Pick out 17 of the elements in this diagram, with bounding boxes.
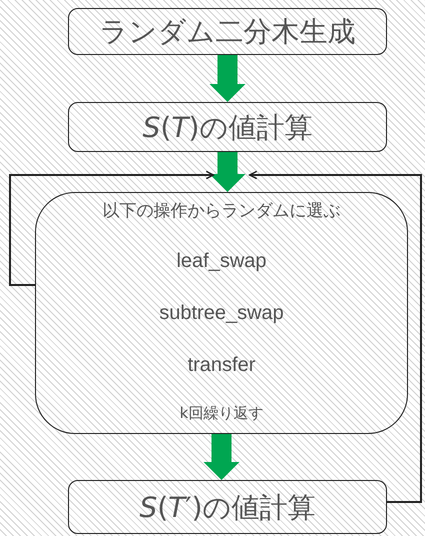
box-text: S(T)の値計算 — [142, 110, 312, 144]
box-text: ランダム二分木生成 — [100, 14, 356, 49]
arrow — [248, 170, 422, 503]
arrow — [210, 55, 246, 102]
process-box — [68, 480, 387, 534]
box-text: leaf_swap — [176, 249, 267, 274]
process-box — [68, 102, 387, 152]
box-text: S(T′)の値計算 — [139, 490, 316, 524]
box-text: k回繰り返す — [180, 404, 264, 423]
process-box — [35, 192, 408, 434]
box-text: transfer — [188, 352, 256, 378]
arrow — [210, 152, 246, 192]
arrow — [9, 170, 214, 286]
arrow — [204, 434, 240, 480]
process-box — [68, 8, 387, 55]
box-heading: 以下の操作からランダムに選ぶ — [102, 201, 340, 222]
box-text: subtree_swap — [159, 300, 284, 326]
